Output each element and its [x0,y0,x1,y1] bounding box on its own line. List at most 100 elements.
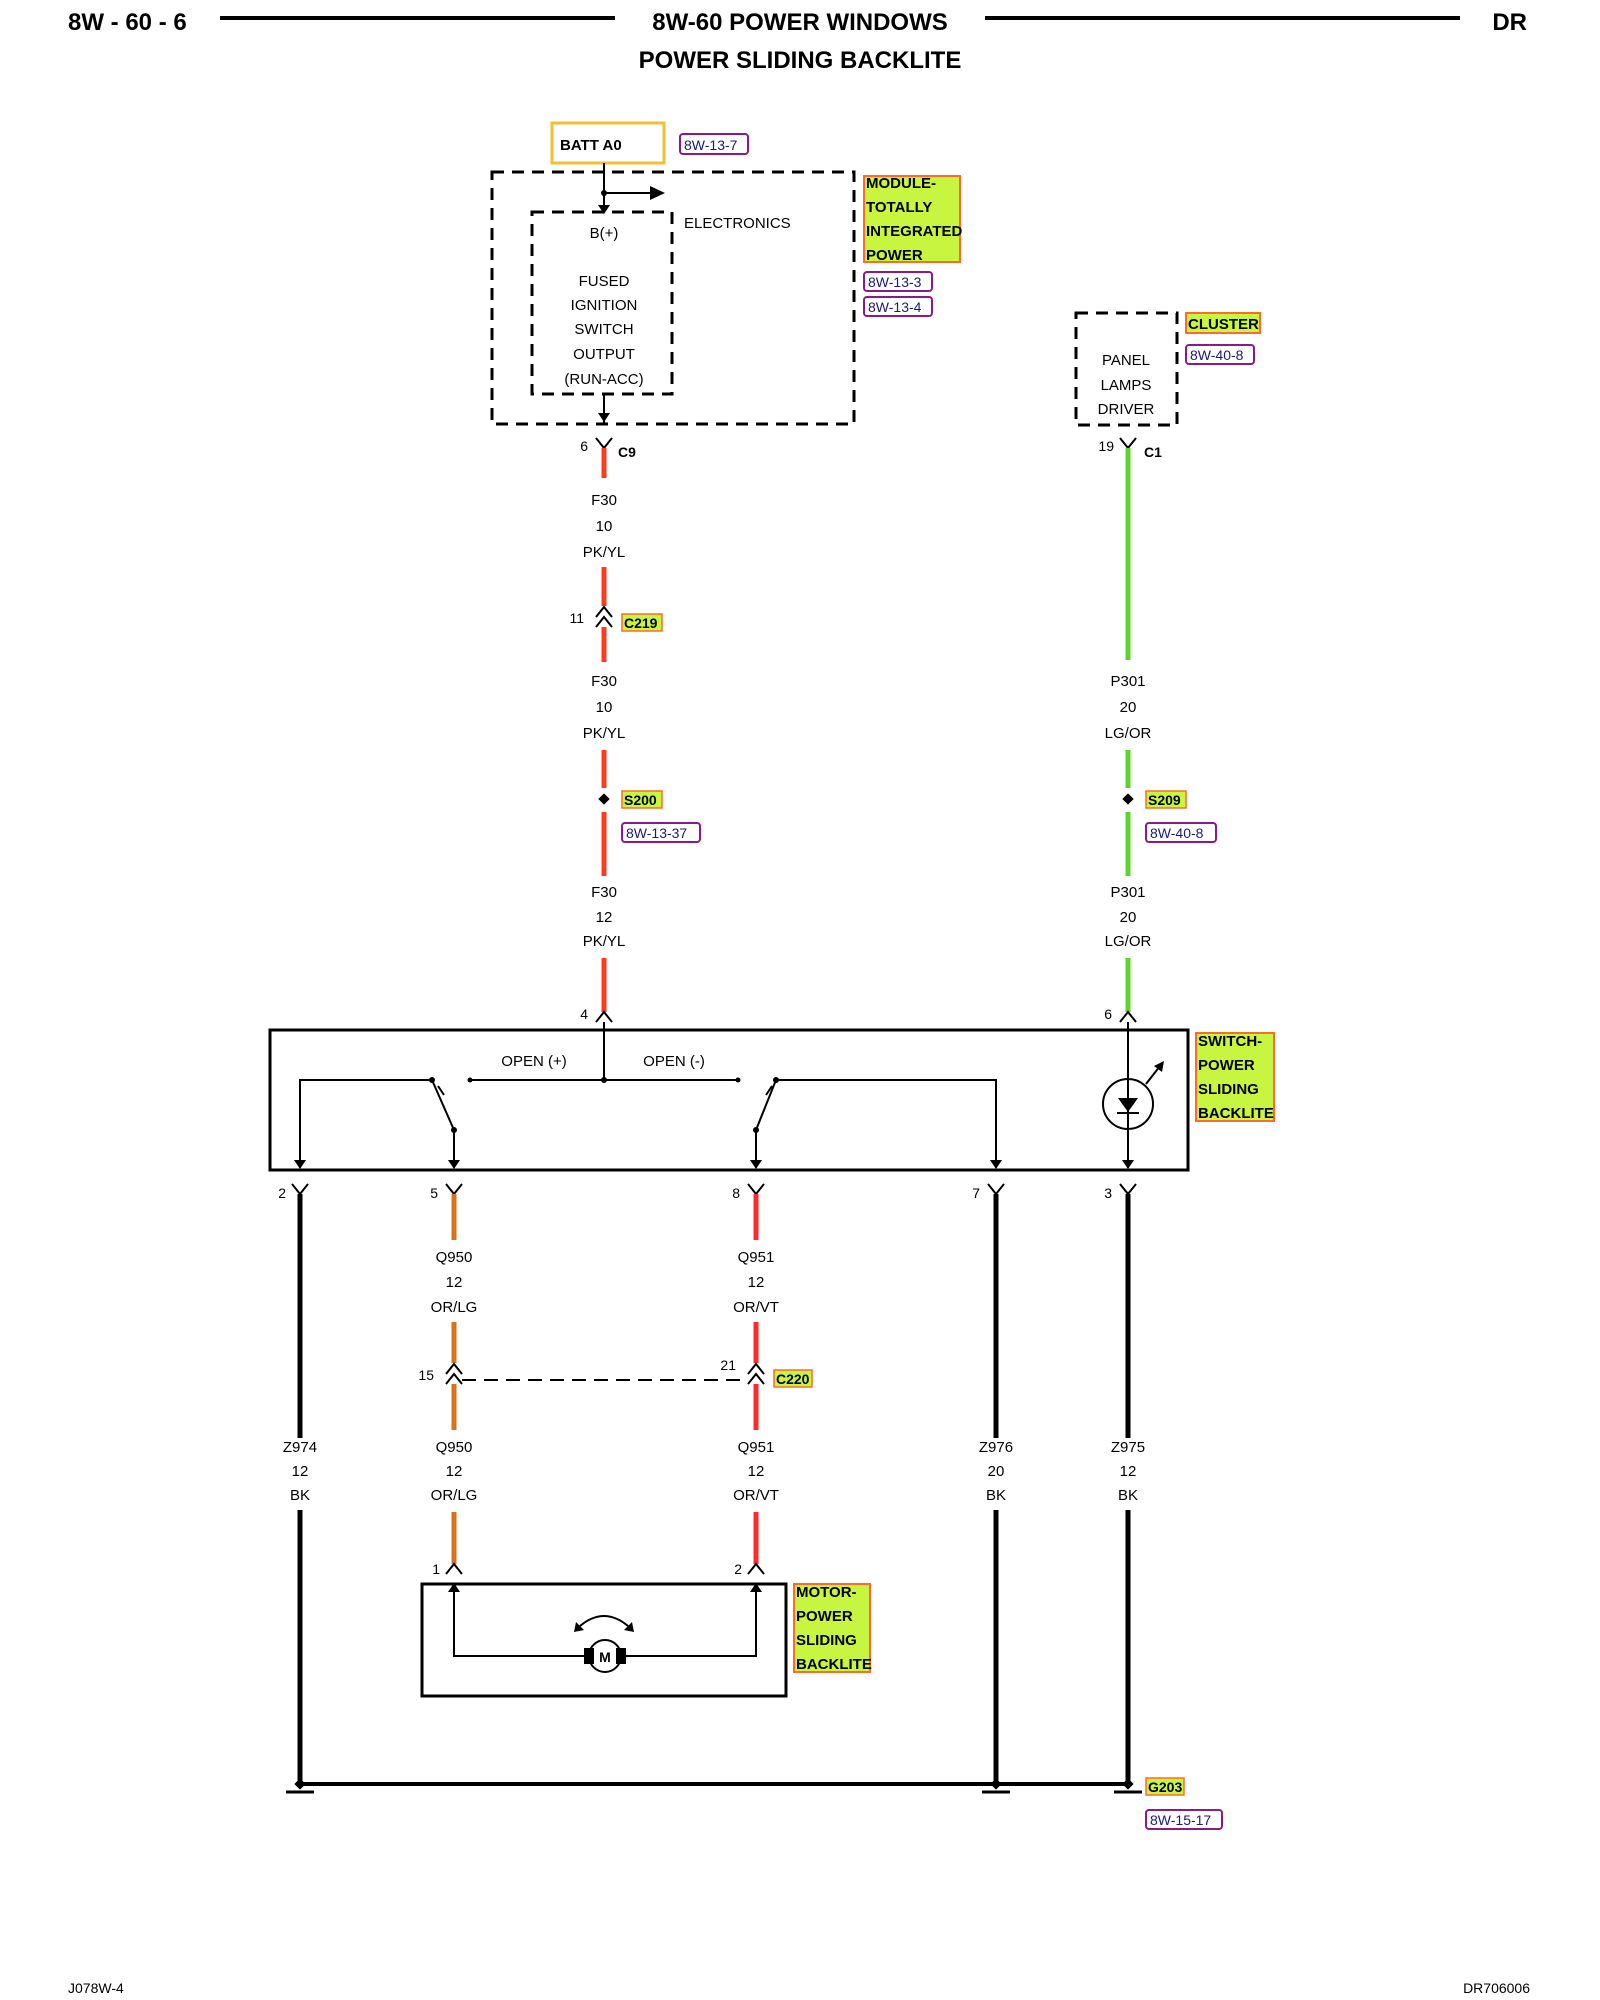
tipm-ref-box-1 [863,296,933,317]
f30-3-circuit: F30 [591,884,617,901]
tipm-ref-0[interactable]: 8W-13-3 [868,274,922,290]
batt-box [550,121,666,165]
cluster-module: PANEL LAMPS DRIVER CLUSTER 8W-40-8 [1074,311,1261,427]
q950-lower-color: OR/LG [431,1487,478,1504]
switch-bus-end-left [467,1077,473,1083]
switch-left-blade [431,1079,455,1131]
q951-lower-gauge: 12 [748,1463,765,1480]
q951-lower-circuit: Q951 [738,1439,775,1456]
q951-upper-circuit: Q951 [738,1249,775,1266]
p301-2-circuit: P301 [1110,884,1145,901]
switch-arrow-pin8 [750,1160,762,1169]
left-feed-circuit: 6 C9 F30 10 PK/YL 11 C219 F30 10 PK/YL S… [569,437,701,1023]
s209-splice [1122,793,1134,805]
ground-splice-z974 [294,1778,306,1790]
pin7-connector-symbol [987,1183,1005,1196]
switch-name-3: BACKLITE [1198,1105,1274,1122]
switch-pin3: 3 [1104,1185,1112,1201]
motor-symbol: M [599,1649,611,1665]
p301-1-circuit: P301 [1110,673,1145,690]
motor-arrow-pin1 [448,1583,460,1592]
c220-pin-left: 15 [418,1367,434,1383]
switch-pin5: 5 [430,1185,438,1201]
c1-connector-symbol [1119,437,1137,450]
c9-connector-symbol [595,437,613,450]
page-subtitle: POWER SLIDING BACKLITE [639,47,962,74]
switch-arrow-pin3 [1122,1160,1134,1169]
batt-ref[interactable]: 8W-13-7 [684,137,738,153]
c220-tag [773,1369,813,1388]
switch-pin6: 6 [1104,1006,1112,1022]
tipm-ref-1[interactable]: 8W-13-4 [868,299,922,315]
s200-label: S200 [624,792,657,808]
switch-outline [268,1028,1190,1172]
g203-ref-box [1145,1809,1223,1830]
motor-pin2: 2 [734,1561,742,1577]
s209-ref[interactable]: 8W-40-8 [1150,825,1204,841]
cluster-ref-box [1185,344,1255,365]
footer-right: DR706006 [1463,1980,1530,1996]
q951-lower-color: OR/VT [733,1487,779,1504]
motor-wire-right [626,1584,757,1657]
model-code: DR [1492,9,1527,36]
switch-output-pins: 2 5 8 7 3 [278,1183,1137,1201]
switch-name-0: SWITCH- [1198,1033,1262,1050]
z974-circuit: Z974 [283,1439,317,1456]
z976-color: BK [986,1487,1006,1504]
tipm-ref-box-0 [863,271,933,292]
tipm-outline [490,170,856,426]
tipm-module: ELECTRONICS B(+) FUSED IGNITION SWITCH O… [490,163,963,426]
cluster-ref[interactable]: 8W-40-8 [1190,347,1244,363]
switch-name-2: SLIDING [1198,1081,1259,1098]
ground-splice-z975 [1122,1778,1134,1790]
led-diode [1118,1098,1138,1112]
ignition-output-outline [530,210,674,396]
z975-gauge: 12 [1120,1463,1137,1480]
switch-arrow-pin2 [294,1160,306,1169]
s200-ref[interactable]: 8W-13-37 [626,825,687,841]
switch-pin2: 2 [278,1185,286,1201]
motor-pin2-symbol [747,1562,765,1575]
motor-name-3: BACKLITE [796,1656,872,1673]
motor-wire-left [453,1584,584,1657]
motor-name-2: SLIDING [796,1632,857,1649]
c219-pin: 11 [569,610,584,626]
c220-pin-right: 21 [720,1357,736,1373]
z974-gauge: 12 [292,1463,309,1480]
q950-upper-gauge: 12 [446,1274,463,1291]
motor-rotation-arrow-left [574,1622,584,1632]
q950-upper-color: OR/LG [431,1299,478,1316]
tipm-name-0: MODULE- [866,175,936,192]
f30-2-color: PK/YL [583,725,626,742]
f30-1-gauge: 10 [596,518,613,535]
switch-arrow-pin7 [990,1160,1002,1169]
g203-ref[interactable]: 8W-15-17 [1150,1812,1211,1828]
right-feed-circuit: 19 C1 P301 20 LG/OR S209 8W-40-8 P301 20… [1098,437,1217,1023]
s200-ref-box [621,822,701,843]
pin2-connector-symbol [291,1183,309,1196]
tipm-inner-line-0: B(+) [590,225,619,242]
electronics-arrow-head [650,186,665,200]
tipm-inner-line-4: OUTPUT [573,346,635,363]
p301-1-color: LG/OR [1105,725,1152,742]
ground-g203: G203 8W-15-17 [286,1777,1223,1830]
tipm-inner-line-2: IGNITION [571,297,638,314]
footer-left: J078W-4 [68,1980,124,1996]
p301-2-color: LG/OR [1105,933,1152,950]
q950-lower-circuit: Q950 [436,1439,473,1456]
motor-name-1: POWER [796,1608,853,1625]
switch-left-common [299,1079,432,1168]
switch-pin4-symbol [595,1010,613,1023]
f30-1-color: PK/YL [583,544,626,561]
led-icon [1102,1078,1154,1130]
ground-splice-z976 [990,1778,1002,1790]
f30-1-circuit: F30 [591,492,617,509]
c220-right-symbol [747,1362,765,1385]
c220-label: C220 [776,1371,810,1387]
f30-3-color: PK/YL [583,933,626,950]
c1-label: C1 [1144,444,1162,460]
pin5-connector-symbol [445,1183,463,1196]
c219-tag [621,613,663,632]
s200-splice [598,793,610,805]
